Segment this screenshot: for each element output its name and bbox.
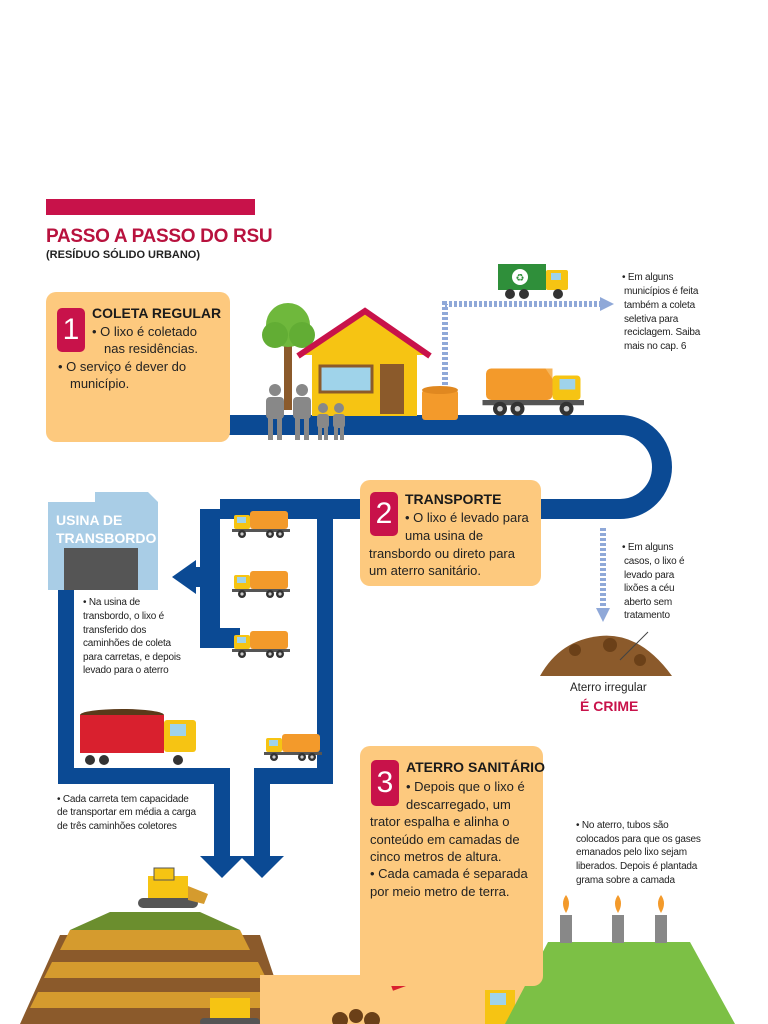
usina-label-line-1: USINA DE [56,512,123,528]
note-line: aberto sem [624,597,673,608]
arrow-to-usina [172,560,196,594]
note-line: • Na usina de [83,597,141,608]
note-line: grama sobre a camada [576,875,675,886]
note-line: • Em alguns [622,542,674,553]
step-1-line-3: • O serviço é dever do [58,359,187,374]
note-line: • No aterro, tubos são [576,820,669,831]
trash-pile-bottom [332,1009,380,1024]
arrow-down-right [240,856,284,878]
crime-warning: É CRIME [580,698,639,714]
step-1-line-2: nas residências. [104,341,198,356]
trash-cans [422,386,458,420]
title-accent-bar [46,199,255,215]
note-line: transbordo, o lixo é [83,611,165,622]
road [195,415,672,648]
note-line: lixões a céu [624,583,675,594]
note-line: levado para o aterro [83,665,169,676]
step-3-line-4: conteúdo em camadas de [370,832,520,847]
step-1-number: 1 [57,308,85,352]
note-line: liberados. Depois é plantada [576,861,698,872]
irregular-label: Aterro irregular [570,682,647,694]
truck-3 [232,631,290,658]
step-2-line-1: • O lixo é levado para [405,510,529,525]
arrow-down-left [200,856,244,878]
irregular-dump [540,631,672,676]
step-2-number: 2 [370,492,398,536]
note-line: reciclagem. Saiba [624,327,701,338]
truck-1 [232,511,290,538]
note-line: casos, o lixo é [624,556,685,567]
step-1-title: COLETA REGULAR [92,305,222,321]
usina-building [48,492,158,590]
note-line: de transportar em média a carga [57,807,196,818]
note-line: tratamento [624,610,670,621]
note-line: emanados pelo lixo sejam [576,847,687,858]
note-line: de três caminhões coletores [57,821,177,832]
step-3-line-7: por meio metro de terra. [370,884,510,899]
house [296,307,432,416]
note-line: • Em alguns [622,272,674,283]
note-line: colocados para que os gases [576,834,701,845]
step-3-number: 3 [371,760,399,806]
page-subtitle: (RESÍDUO SÓLIDO URBANO) [46,249,200,261]
step-2-title: TRANSPORTE [405,491,502,507]
step-2-line-4: um aterro sanitário. [369,563,481,578]
note-line: para carretas, e depois [83,652,181,663]
step-3-line-1: • Depois que o lixo é [406,779,525,794]
step-1-line-1: • O lixo é coletado [92,324,197,339]
note-line: transferido dos [83,625,147,636]
step-2-line-2: uma usina de [405,528,484,543]
recycling-truck: ♻ [498,264,568,299]
truck-2 [232,571,290,598]
truck-4 [264,734,322,761]
note-line: municípios é feita [624,286,699,297]
bulldozer-top [138,867,208,908]
step-2-line-3: transbordo ou direto para [369,546,515,561]
green-landfill [505,895,735,1024]
note-line: • Cada carreta tem capacidade [57,794,189,805]
family [266,384,345,440]
collection-truck [482,368,584,416]
tree [262,303,315,410]
step-3-title: ATERRO SANITÁRIO [406,759,545,775]
selective-arrow [442,301,600,390]
step-3-line-2: descarregado, um [406,797,511,812]
note-line: também a coleta [624,300,695,311]
svg-text:♻: ♻ [516,273,525,284]
red-trailer-truck [80,709,196,765]
note-line: seletiva para [624,314,679,325]
note-line: levado para [624,570,675,581]
step-3-line-6: • Cada camada é separada [370,866,528,881]
note-line: caminhões de coleta [83,638,171,649]
step-1-line-4: município. [70,376,130,391]
note-line: mais no cap. 6 [624,341,687,352]
usina-label-line-2: TRANSBORDO [56,530,157,546]
page-title: PASSO A PASSO DO RSU [46,226,273,247]
step-3-line-3: trator espalha e alinha o [370,814,510,829]
step-3-line-5: cinco metros de altura. [370,849,502,864]
bulldozer-bottom [200,998,260,1024]
